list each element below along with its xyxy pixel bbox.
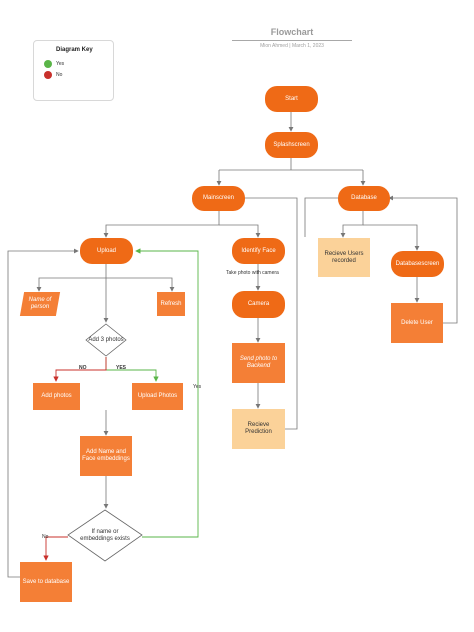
page-subtitle: Mion Ahmed | March 1, 2023: [260, 43, 324, 49]
upload-node: Upload: [80, 238, 133, 264]
title-divider: [232, 40, 352, 41]
mainscreen-node: Mainscreen: [192, 186, 245, 211]
decision-shape: [67, 509, 143, 562]
save-to-database-node: Save to database: [20, 562, 72, 602]
upload-photos-node: Upload Photos: [132, 383, 183, 410]
name-exists-label: If name or embeddings exists: [80, 528, 130, 542]
take-photo-label: Take photo with camera: [226, 270, 279, 276]
identify-face-node: Identify Face: [232, 238, 285, 264]
yes-legend-label: Yes: [56, 61, 65, 67]
page-title: Flowchart: [270, 27, 314, 37]
refresh-node: Refresh: [157, 292, 185, 316]
start-node: Start: [265, 86, 318, 112]
splashscreen-node: Splashscreen: [265, 132, 318, 158]
camera-node: Camera: [232, 291, 285, 318]
receive-users-node: Recieve Users recorded: [318, 238, 370, 277]
add-3-photos-decision: Add 3 photos: [85, 323, 127, 357]
yes-exists-label: Yes: [193, 384, 202, 390]
delete-user-node: Delete User: [391, 303, 443, 343]
no-color-dot: [44, 71, 52, 79]
diagram-key: Diagram Key Yes No: [33, 40, 114, 101]
name-of-person-label: Name of person: [28, 297, 52, 310]
yes-add-label: YES: [116, 365, 127, 371]
add-name-embeddings-node: Add Name and Face embeddings: [80, 436, 132, 476]
yes-color-dot: [44, 60, 52, 68]
decision-shape: [85, 323, 127, 357]
diagram-key-title: Diagram Key: [56, 47, 93, 53]
add-3-photos-label: Add 3 photos: [88, 336, 124, 343]
send-photo-node: Send photo to Backend: [232, 343, 285, 383]
name-exists-decision: If name or embeddings exists: [67, 509, 143, 562]
no-legend-label: No: [56, 72, 63, 78]
name-of-person-node: Name of person: [19, 292, 61, 316]
databasescreen-node: Databasescreen: [391, 251, 444, 277]
no-exists-label: No: [42, 534, 49, 540]
database-node: Database: [338, 186, 390, 211]
header: Flowchart Mion Ahmed | March 1, 2023: [232, 27, 352, 49]
add-photos-node: Add photos: [33, 383, 80, 410]
no-add-label: NO: [79, 365, 87, 371]
receive-prediction-node: Recieve Prediction: [232, 409, 285, 449]
